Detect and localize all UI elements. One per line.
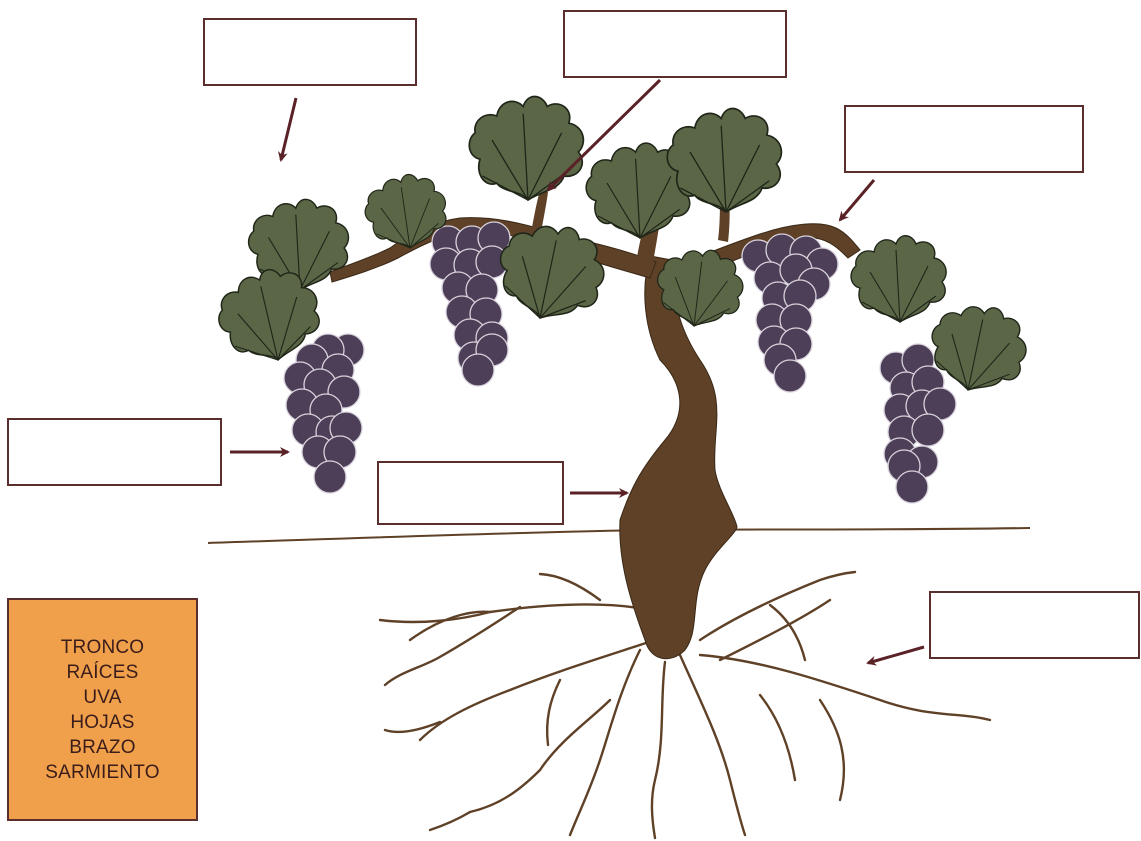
word-bank-item: HOJAS xyxy=(70,710,134,735)
word-bank-item: UVA xyxy=(83,685,121,710)
arrow-top-left xyxy=(281,98,296,160)
word-bank-item: SARMIENTO xyxy=(45,760,159,785)
arrow-top-right xyxy=(840,180,874,220)
answer-box-mid-left[interactable] xyxy=(7,418,222,486)
word-bank: TRONCO RAÍCES UVA HOJAS BRAZO SARMIENTO xyxy=(7,598,198,821)
word-bank-item: TRONCO xyxy=(61,635,145,660)
word-bank-item: RAÍCES xyxy=(67,660,139,685)
answer-box-center[interactable] xyxy=(377,461,564,525)
arrow-bottom-right xyxy=(868,647,924,663)
grape-cluster-center-right xyxy=(742,234,838,392)
answer-box-top-right[interactable] xyxy=(844,105,1084,173)
answer-box-top-left[interactable] xyxy=(203,18,417,86)
ground-line xyxy=(208,528,1030,543)
answer-box-bottom-right[interactable] xyxy=(929,591,1140,659)
grape-cluster-center-left xyxy=(430,222,510,386)
word-bank-item: BRAZO xyxy=(69,735,135,760)
answer-box-top-center[interactable] xyxy=(563,10,787,78)
grape-cluster-left xyxy=(284,334,364,493)
